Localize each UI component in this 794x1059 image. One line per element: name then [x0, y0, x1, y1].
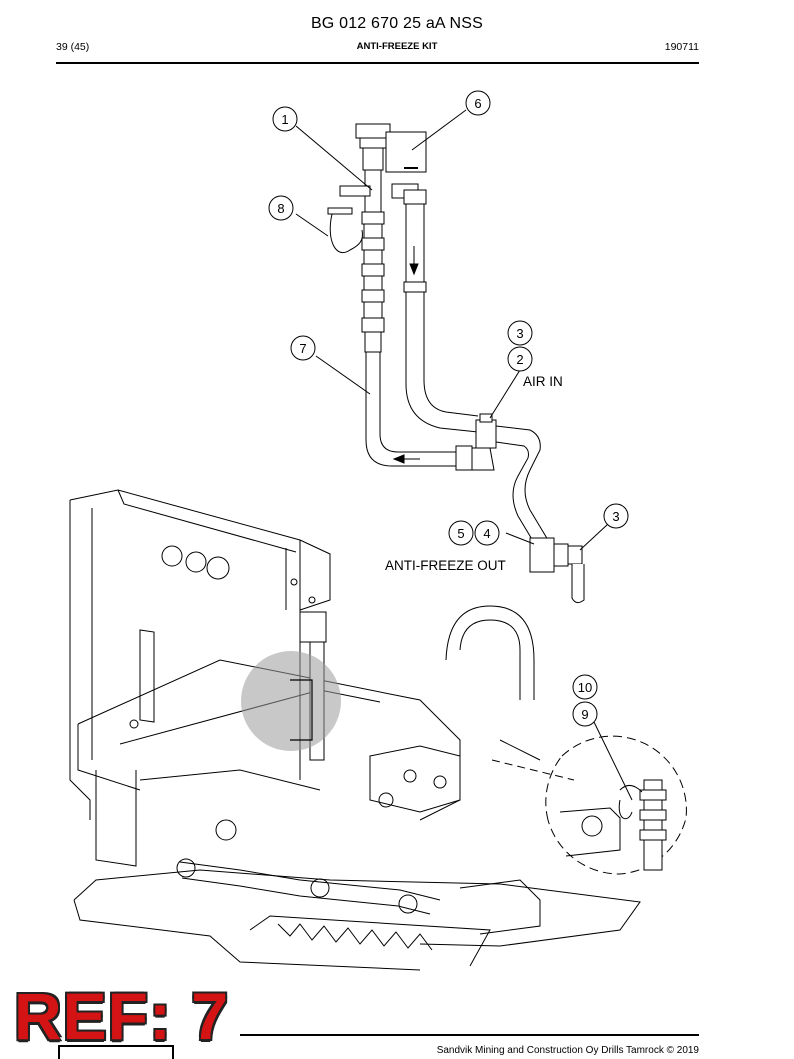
- anti-freeze-out-label: ANTI-FREEZE OUT: [385, 558, 506, 573]
- document-title: BG 012 670 25 aA NSS: [310, 15, 484, 32]
- section-title: ANTI-FREEZE KIT: [356, 41, 438, 52]
- document-date: 190711: [664, 41, 699, 53]
- return-hose: [403, 189, 479, 433]
- page-number: 39 (45): [56, 41, 90, 53]
- callout-10: 10: [578, 680, 592, 695]
- callout-3-right: 3: [612, 509, 619, 524]
- reference-stamp: REF: 7: [14, 979, 230, 1053]
- company-logo: [58, 1045, 174, 1059]
- callout-2: 2: [516, 352, 523, 367]
- detail-view: [545, 735, 687, 875]
- footer-copyright: Sandvik Mining and Construction Oy Drill…: [436, 1045, 699, 1056]
- callout-8: 8: [277, 201, 284, 216]
- callout-5: 5: [457, 526, 464, 541]
- header-divider: [56, 62, 699, 64]
- callout-3-top: 3: [516, 326, 523, 341]
- callout-7: 7: [299, 341, 306, 356]
- footer-divider: [240, 1034, 699, 1036]
- zoom-highlight-circle: [241, 651, 341, 751]
- anti-freeze-outlet: [529, 537, 585, 604]
- callout-6: 6: [474, 96, 481, 111]
- callout-1: 1: [281, 112, 288, 127]
- air-in-label: AIR IN: [523, 374, 563, 389]
- air-in-fitting: [475, 413, 549, 547]
- callout-4: 4: [483, 526, 490, 541]
- supply-hose: [365, 352, 495, 471]
- callout-9: 9: [581, 707, 588, 722]
- upper-fitting-assembly: [327, 123, 427, 353]
